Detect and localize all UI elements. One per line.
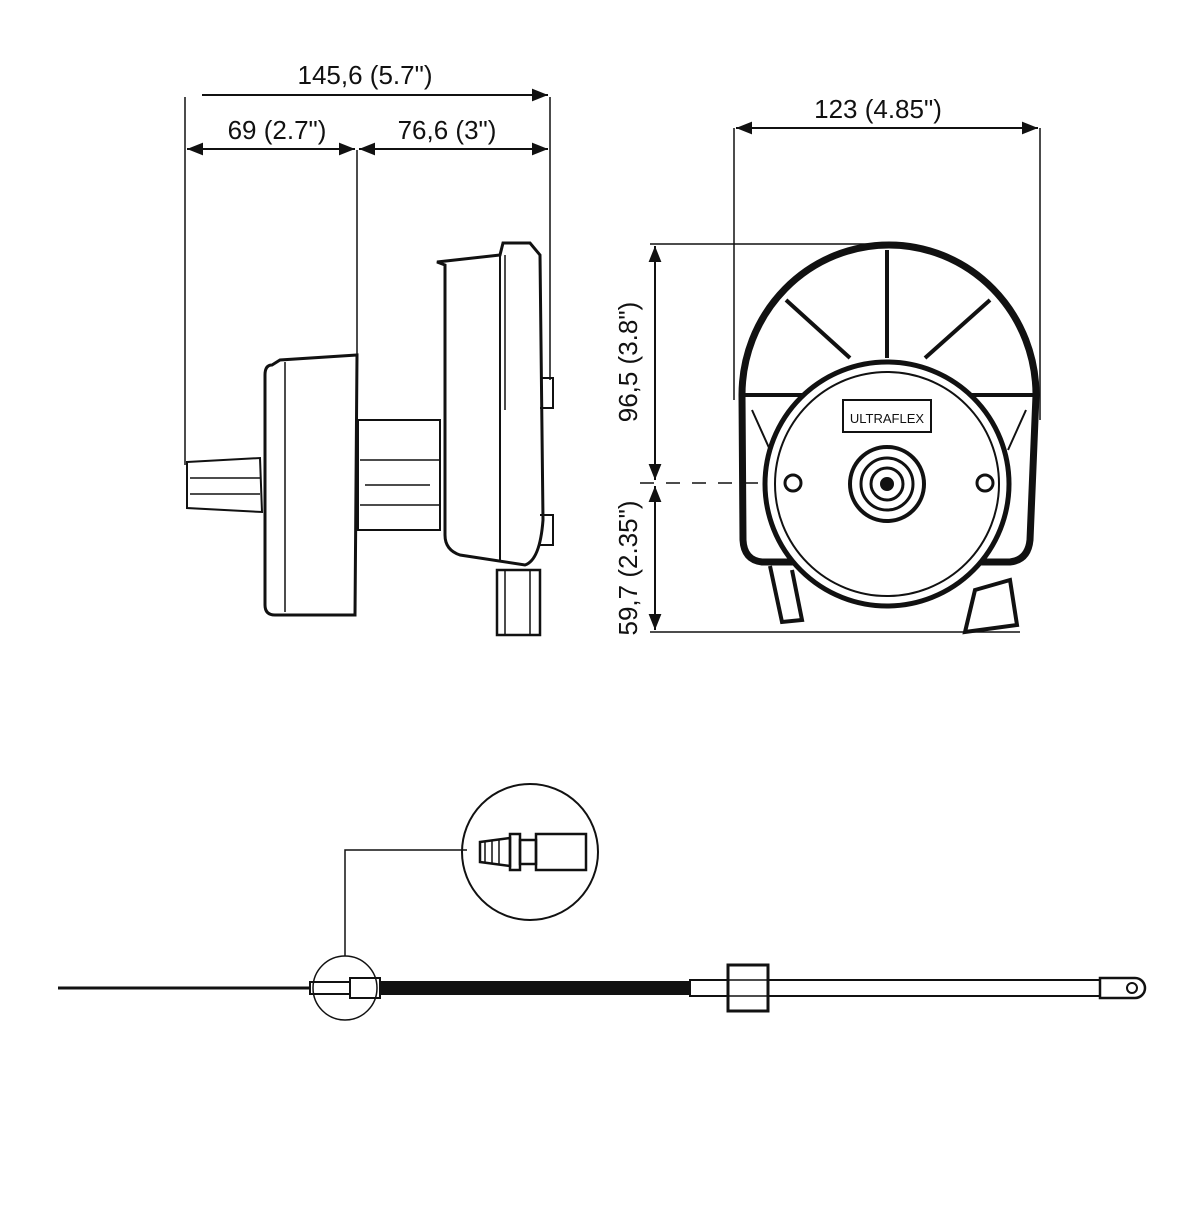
front-view-dimensions [640,121,1041,633]
brand-plate [842,399,932,433]
detail-marker-circle [312,955,378,1021]
overall-width-label: 145,6 (5.7") [298,60,433,90]
right-width-label: 76,6 (3") [398,115,497,145]
front-width-label: 123 (4.85") [814,94,942,124]
brand-label: ULTRAFLEX [850,411,924,426]
cable-eye-end [1098,976,1147,1000]
left-width-label: 69 (2.7") [228,115,327,145]
steering-cable [58,783,1147,1021]
cable-nut [726,963,770,1013]
helm-front-view [738,241,1040,635]
lower-height-label: 59,7 (2.35") [613,501,643,636]
helm-side-view [186,241,554,637]
detail-zoom-circle [461,783,599,921]
upper-height-label: 96,5 (3.8") [613,302,643,423]
side-view-dimensions [184,88,551,465]
